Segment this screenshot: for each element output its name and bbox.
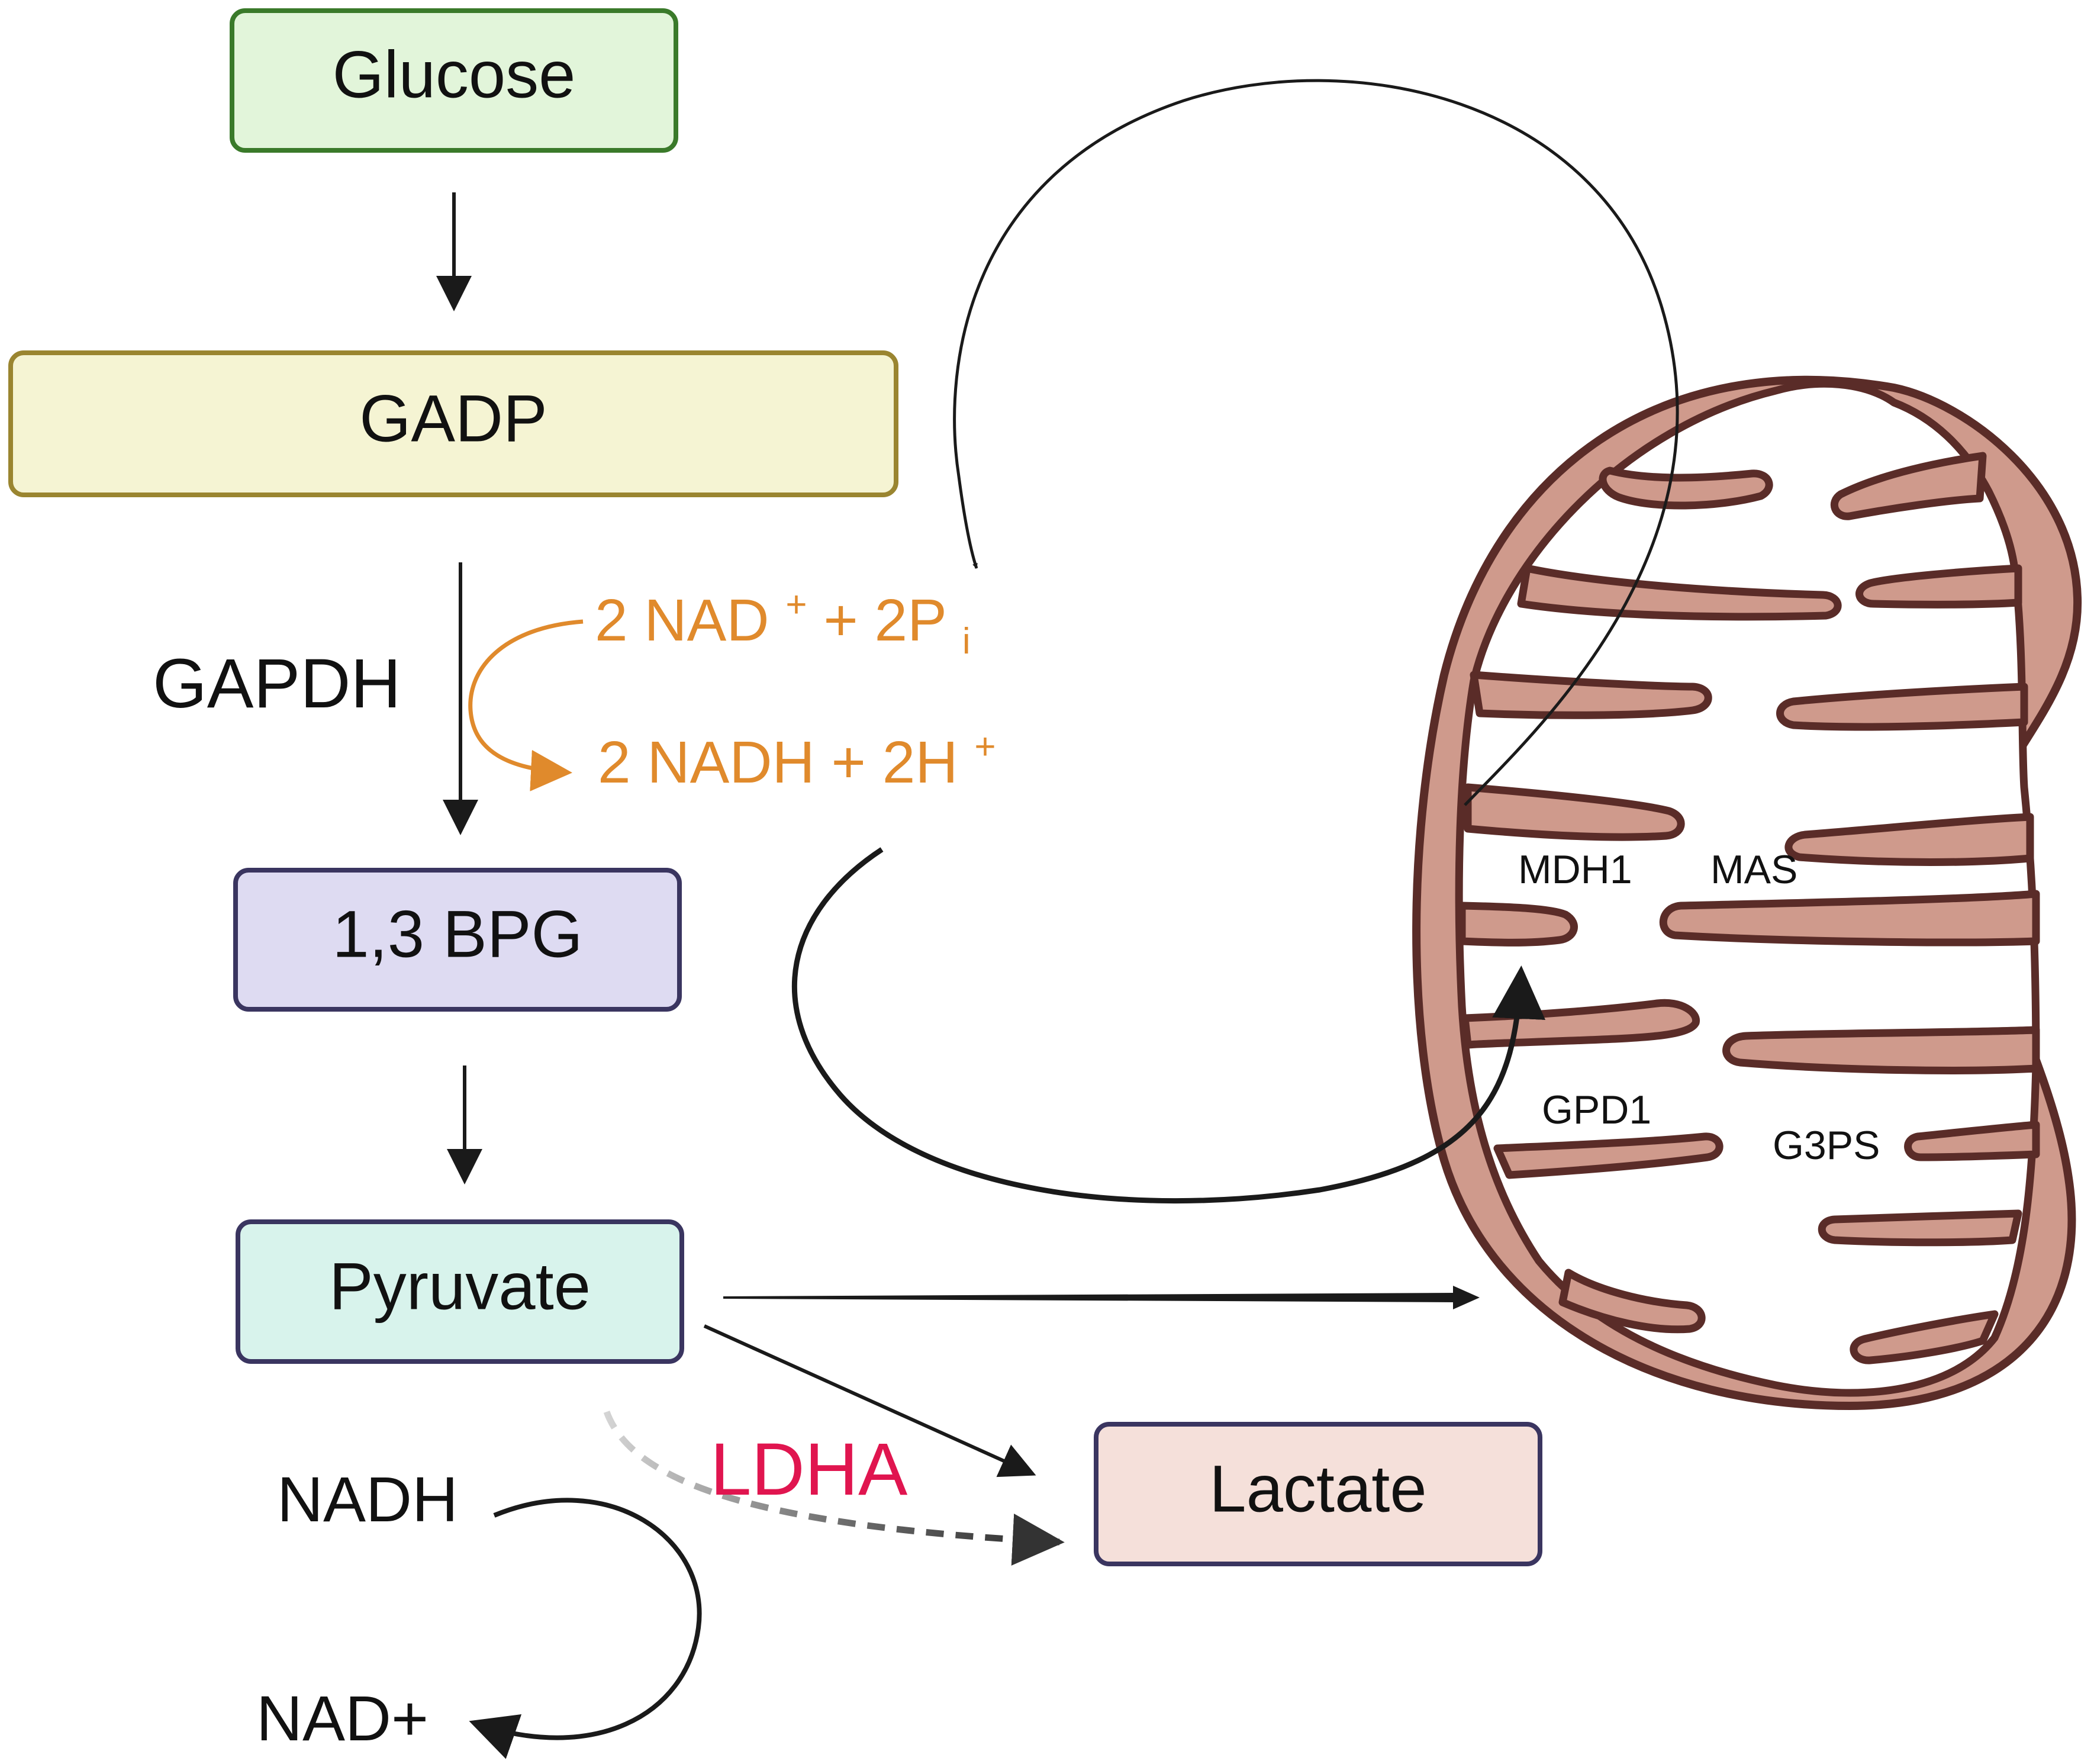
nad-plus-2pi-label: 2 NAD + + 2P i bbox=[595, 564, 971, 662]
ldha-label: LDHA bbox=[710, 1428, 908, 1511]
glucose-label: Glucose bbox=[333, 38, 576, 112]
arrow-pyruvate-to-mitochondrion bbox=[723, 1293, 1456, 1302]
nad-plus-label: NAD+ bbox=[256, 1682, 429, 1754]
arrow-pyruvate-to-lactate bbox=[703, 1324, 1036, 1477]
lactate-box bbox=[1094, 1422, 1542, 1566]
gadp-label: GADP bbox=[359, 382, 547, 456]
ldha-dashed-arrow bbox=[603, 1411, 1065, 1566]
arrowhead-pyruvate-to-mitochondrion bbox=[1453, 1286, 1480, 1309]
bpg-box bbox=[233, 868, 682, 1012]
glucose-box bbox=[230, 8, 678, 153]
nad-to-nadh-arrow bbox=[468, 619, 584, 791]
lactate-label: Lactate bbox=[1209, 1452, 1426, 1526]
bpg-label: 1,3 BPG bbox=[332, 897, 582, 971]
label-mdh1: MDH1 bbox=[1518, 847, 1632, 892]
mitochondrion bbox=[1412, 375, 2082, 1411]
gapdh-label: GAPDH bbox=[153, 645, 401, 723]
pyruvate-label: Pyruvate bbox=[329, 1250, 591, 1324]
gadp-box bbox=[8, 350, 898, 497]
pyruvate-box bbox=[236, 1219, 684, 1364]
shuttle-loop-arrow-top bbox=[953, 79, 1679, 806]
shuttle-loop-arrow-bottom bbox=[791, 847, 1546, 1204]
label-gpd1: GPD1 bbox=[1542, 1087, 1651, 1132]
label-mas: MAS bbox=[1710, 847, 1797, 892]
nadh-plus-2h-label: 2 NADH + 2H + bbox=[598, 726, 996, 796]
nadh-label: NADH bbox=[277, 1463, 458, 1535]
nadh-to-nad-arrow bbox=[469, 1498, 702, 1759]
label-g3ps: G3PS bbox=[1773, 1123, 1880, 1168]
